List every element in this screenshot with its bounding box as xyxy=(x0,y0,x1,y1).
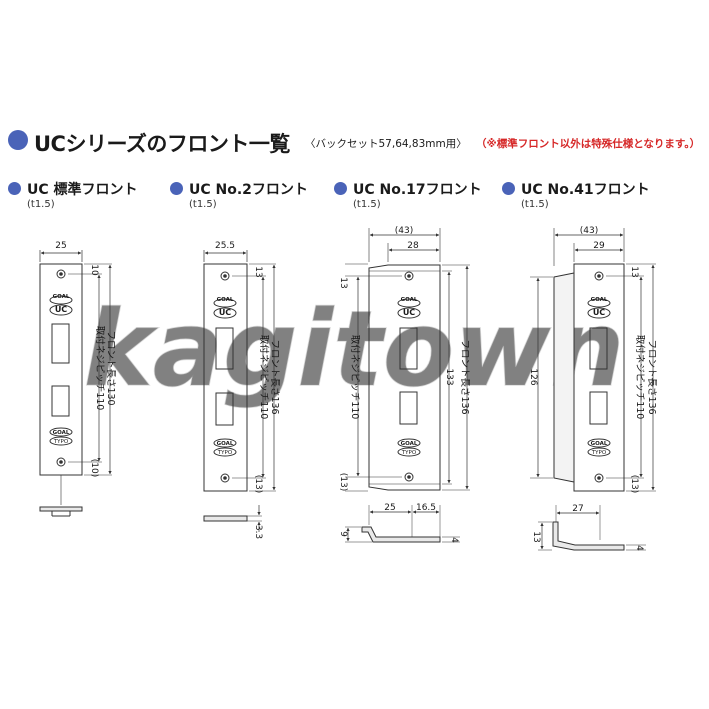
dim-profile-h1: 13 xyxy=(531,531,541,542)
dim-length: フロント長さ130 xyxy=(105,330,116,405)
dims-no17-front: (43) 28 13 (13) 取付ネジピッチ110 133 フロント長さ136… xyxy=(338,226,470,543)
plate-typo: TYPO xyxy=(217,450,233,456)
plate-brand: GOAL xyxy=(53,430,70,436)
latch-hole xyxy=(399,327,418,370)
dim-profile-w: 27 xyxy=(572,504,583,514)
dim-profile-w2: 16.5 xyxy=(416,503,436,513)
variant-thickness: (t1.5) xyxy=(353,199,381,210)
deadbolt-hole xyxy=(589,391,608,425)
drawing-no2-front xyxy=(203,250,276,532)
dim-bottom: (10) xyxy=(89,459,99,477)
special-notice: （※標準フロント以外は特殊仕様となります。） xyxy=(476,138,701,150)
dim-bottom: (13) xyxy=(253,475,263,493)
dim-outer: (43) xyxy=(395,226,413,236)
dim-top: 13 xyxy=(253,266,263,277)
deadbolt-hole xyxy=(215,392,234,426)
dim-bottom: (13) xyxy=(338,473,348,491)
variant-thickness: (t1.5) xyxy=(27,199,55,210)
drawing-standard-front xyxy=(39,250,112,517)
dim-width: 28 xyxy=(407,241,419,251)
bullet-icon xyxy=(334,182,347,195)
dim-length: フロント長さ136 xyxy=(459,339,470,414)
dim-outer: (43) xyxy=(580,226,598,236)
bullet-icon xyxy=(502,182,515,195)
dim-top: 13 xyxy=(629,266,639,277)
plate-brand: GOAL xyxy=(591,441,608,447)
latch-hole xyxy=(589,327,608,370)
plate-typo: TYPO xyxy=(401,450,417,456)
dim-width: 25.5 xyxy=(215,241,235,251)
watermark-text: kagitown xyxy=(84,288,625,410)
front-plate xyxy=(368,264,441,491)
plate-typo: TYPO xyxy=(53,439,69,445)
dim-inner: 133 xyxy=(444,368,454,385)
bullet-icon xyxy=(8,130,28,150)
dim-length: フロント長さ136 xyxy=(646,339,657,414)
bullet-icon xyxy=(170,182,183,195)
variant-thickness: (t1.5) xyxy=(521,199,549,210)
plate-brand: GOAL xyxy=(217,297,234,303)
plate-model: UC xyxy=(55,305,67,314)
plate-brand: GOAL xyxy=(401,441,418,447)
side-profile xyxy=(361,526,441,543)
dims-no41-front: (43) 29 13 (13) 126 取付ネジピッチ110 フロント長さ136… xyxy=(528,226,657,551)
dim-pitch: 取付ネジピッチ110 xyxy=(258,335,269,420)
dim-profile-h1: 9 xyxy=(338,531,348,537)
dim-width: 25 xyxy=(55,241,66,251)
dim-inner: 126 xyxy=(528,368,538,385)
variant-thickness: (t1.5) xyxy=(189,199,217,210)
page-subtitle: 〈バックセット57,64,83mm用〉 xyxy=(305,138,467,150)
variant-name: UC No.41フロント xyxy=(521,182,650,198)
dim-profile-w1: 25 xyxy=(384,503,395,513)
drawing-no41-front xyxy=(530,228,656,551)
variant-name: UC 標準フロント xyxy=(27,182,138,198)
variant-name: UC No.2フロント xyxy=(189,182,308,198)
dim-length: フロント長さ136 xyxy=(269,339,280,414)
plate-model: UC xyxy=(593,308,605,317)
bullet-icon xyxy=(8,182,21,195)
dim-pitch: 取付ネジピッチ110 xyxy=(349,335,360,420)
dim-pitch: 取付ネジピッチ110 xyxy=(94,326,105,411)
dim-bottom: (13) xyxy=(629,475,639,493)
plate-brand: GOAL xyxy=(217,441,234,447)
dim-pitch: 取付ネジピッチ110 xyxy=(634,335,645,420)
dims-standard-front: 25 10 (10) 取付ネジピッチ110 フロント長さ130 GOAL UC … xyxy=(53,241,116,477)
plate-brand: GOAL xyxy=(53,294,70,300)
deadbolt-hole xyxy=(399,391,418,425)
dims-no2-front: 25.5 13 (13) 取付ネジピッチ110 フロント長さ136 3.3 GO… xyxy=(215,241,280,539)
latch-hole xyxy=(51,323,70,364)
dim-top: 13 xyxy=(338,277,348,288)
dim-top: 10 xyxy=(89,264,99,276)
page-title: UCシリーズのフロント一覧 xyxy=(34,132,290,156)
drawing-no17-front xyxy=(345,228,470,543)
dim-profile-h2: 4 xyxy=(634,545,644,551)
side-profile xyxy=(552,521,625,551)
dim-profile-h2: 4 xyxy=(449,537,459,543)
front-plate xyxy=(573,263,625,492)
variant-name: UC No.17フロント xyxy=(353,182,482,198)
dim-width: 29 xyxy=(593,241,605,251)
dim-profile: 3.3 xyxy=(253,525,263,539)
section-header: UCシリーズのフロント一覧 〈バックセット57,64,83mm用〉 （※標準フロ… xyxy=(8,128,708,156)
plate-brand: GOAL xyxy=(401,297,418,303)
front-plate xyxy=(203,263,248,492)
plate-brand: GOAL xyxy=(591,297,608,303)
plate-model: UC xyxy=(219,308,231,317)
deadbolt-hole xyxy=(51,385,70,417)
plate-model: UC xyxy=(403,308,415,317)
plate-typo: TYPO xyxy=(591,450,607,456)
latch-hole xyxy=(215,327,234,370)
